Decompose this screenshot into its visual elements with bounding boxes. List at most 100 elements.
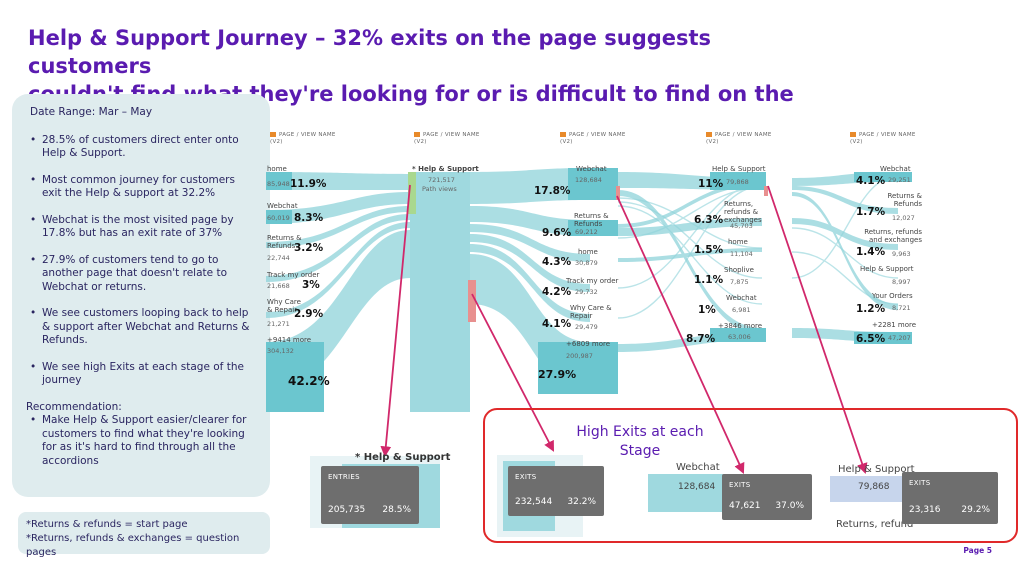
node-count: 45,703 bbox=[730, 222, 753, 230]
dimension-icon bbox=[706, 132, 712, 137]
entries-snippet-label: * Help & Support bbox=[355, 452, 451, 463]
node-bar[interactable] bbox=[710, 172, 766, 190]
tooltip-percent: 32.2% bbox=[567, 497, 596, 507]
node-label: Returns & Refunds bbox=[887, 192, 922, 208]
dimension-icon bbox=[560, 132, 566, 137]
insight-item: 28.5% of customers direct enter onto Hel… bbox=[26, 134, 256, 161]
insight-item: We see customers looping back to help & … bbox=[26, 307, 256, 348]
tooltip-header: EXITS bbox=[729, 481, 751, 489]
entries-marker bbox=[408, 172, 416, 214]
node-label: +2281 more bbox=[872, 321, 917, 329]
node-count: 21,271 bbox=[267, 320, 290, 328]
node-label: Returns, refunds and exchanges bbox=[864, 228, 922, 244]
node-count: 128,684 bbox=[575, 176, 602, 184]
node-percent: 11% bbox=[698, 178, 724, 190]
flow-ribbon bbox=[470, 244, 590, 322]
node-count: 6,981 bbox=[732, 306, 751, 314]
node-label: Your Orders bbox=[872, 292, 913, 300]
node-percent: 8.3% bbox=[294, 212, 324, 224]
node-bar[interactable] bbox=[854, 172, 912, 182]
tooltip-percent: 28.5% bbox=[382, 505, 411, 515]
node-label: Returns & Refunds bbox=[574, 212, 609, 228]
insight-item: Most common journey for customers exit t… bbox=[26, 174, 256, 201]
node-label: Help & Support bbox=[712, 165, 766, 173]
flow-ribbon bbox=[470, 168, 590, 204]
node-count: 30,879 bbox=[575, 259, 598, 267]
node-percent: 6.3% bbox=[694, 214, 724, 226]
helpsupport-snippet-bar bbox=[830, 476, 906, 502]
node-label: +6809 more bbox=[566, 340, 611, 348]
footnote-1: *Returns & refunds = start page bbox=[26, 519, 188, 530]
node-percent: 4.1% bbox=[542, 318, 572, 330]
column-header: PAGE / VIEW NAME(V2) bbox=[270, 132, 336, 145]
node-percent: 17.8% bbox=[534, 185, 571, 197]
helpsupport-snippet-below: Returns, refund bbox=[836, 519, 914, 530]
node-percent: 9.6% bbox=[542, 227, 572, 239]
footnotes: *Returns & refunds = start page *Returns… bbox=[18, 512, 270, 558]
column-header: PAGE / VIEW NAME(V2) bbox=[414, 132, 480, 145]
recommendation-title: Recommendation: bbox=[26, 400, 122, 413]
node-percent: 1.7% bbox=[856, 206, 886, 218]
helpsupport-snippet-count: 79,868 bbox=[858, 482, 890, 492]
node-count: 8,997 bbox=[892, 278, 911, 286]
flow-ribbon bbox=[266, 192, 410, 224]
tooltip-value: 232,544 bbox=[515, 497, 553, 507]
webchat-snippet-count: 128,684 bbox=[678, 482, 716, 492]
webchat-snippet-bar bbox=[648, 474, 728, 512]
node-sub: Path views bbox=[422, 185, 457, 193]
node-bar[interactable] bbox=[854, 332, 912, 344]
journey-flow-diagram: PAGE / VIEW NAME(V2) PAGE / VIEW NAME(V2… bbox=[262, 128, 922, 413]
dimension-icon bbox=[850, 132, 856, 137]
tooltip-value: 205,735 bbox=[328, 505, 366, 515]
node-count: 63,006 bbox=[728, 333, 751, 341]
flow-ribbon bbox=[470, 206, 590, 236]
node-label: Webchat bbox=[267, 202, 298, 210]
node-bar[interactable] bbox=[568, 220, 618, 236]
tooltip-percent: 29.2% bbox=[961, 505, 990, 515]
node-label: Returns, refunds & exchanges bbox=[724, 200, 762, 224]
node-count: 29,732 bbox=[575, 288, 598, 296]
insight-item: Webchat is the most visited page by 17.8… bbox=[26, 214, 256, 241]
high-exits-callout bbox=[483, 408, 1018, 543]
insights-list: 28.5% of customers direct enter onto Hel… bbox=[26, 134, 256, 388]
node-bar[interactable] bbox=[266, 172, 292, 190]
node-percent: 1.1% bbox=[694, 274, 724, 286]
node-percent: 1.5% bbox=[694, 244, 724, 256]
node-label: +3846 more bbox=[718, 322, 763, 330]
recommendation-item: Make Help & Support easier/clearer for c… bbox=[26, 414, 256, 468]
tooltip-header: ENTRIES bbox=[328, 473, 360, 481]
flow-ribbon bbox=[266, 172, 410, 190]
helpsupport-snippet-label: Help & Support bbox=[838, 464, 915, 475]
footnote-2: *Returns, refunds & exchanges = question… bbox=[26, 533, 240, 558]
node-bar[interactable] bbox=[266, 210, 292, 224]
node-label: +9414 more bbox=[267, 336, 312, 344]
page-number: Page 5 bbox=[963, 546, 992, 555]
insight-item: We see high Exits at each stage of the j… bbox=[26, 361, 256, 388]
entries-tooltip: ENTRIES 205,735 28.5% bbox=[321, 466, 419, 524]
node-bar[interactable] bbox=[568, 168, 618, 200]
node-count: 8,721 bbox=[892, 304, 911, 312]
node-count: 29,479 bbox=[575, 323, 598, 331]
tooltip-header: EXITS bbox=[909, 479, 931, 487]
webchat-exits-tooltip: EXITS 47,621 37.0% bbox=[722, 474, 812, 520]
dimension-icon bbox=[270, 132, 276, 137]
node-percent: 1.4% bbox=[856, 246, 886, 258]
node-percent: 3.2% bbox=[294, 242, 324, 254]
node-label: home bbox=[267, 165, 287, 173]
node-percent: 42.2% bbox=[288, 374, 330, 388]
node-percent: 3% bbox=[302, 279, 320, 291]
node-label: Track my order bbox=[566, 277, 619, 285]
exits-tooltip: EXITS 232,544 32.2% bbox=[508, 466, 604, 516]
column-header: PAGE / VIEW NAME(V2) bbox=[706, 132, 772, 145]
node-count: 304,132 bbox=[267, 347, 294, 355]
node-count: 85,948 bbox=[267, 180, 290, 188]
node-percent: 1.2% bbox=[856, 303, 886, 315]
node-label: Webchat bbox=[880, 165, 911, 173]
node-percent: 1% bbox=[698, 304, 716, 316]
insights-panel: Date Range: Mar – May 28.5% of customers… bbox=[12, 94, 270, 497]
flow-ribbon bbox=[470, 224, 590, 262]
flow-ribbon bbox=[470, 234, 590, 292]
help-support-node[interactable] bbox=[410, 172, 470, 412]
title-line-1: Help & Support Journey – 32% exits on th… bbox=[28, 26, 712, 78]
node-bar[interactable] bbox=[266, 342, 324, 412]
